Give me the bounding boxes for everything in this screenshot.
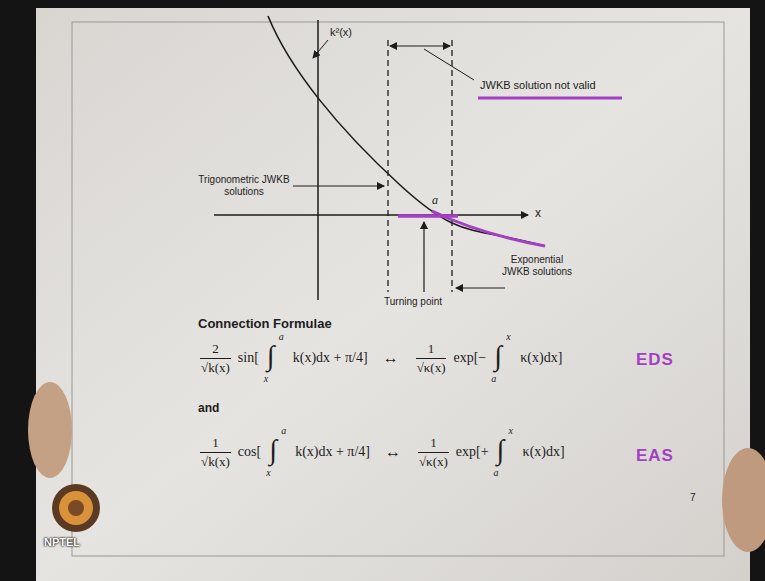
leader-arrow [313,40,328,58]
upper-limit: a [279,331,284,342]
point-label: Turning point [384,296,442,308]
equivalence-arrow: ↔ [385,443,401,461]
formula-text: k(x)dx + π/4] [293,349,368,367]
section-heading: Connection Formulae [198,316,332,332]
y-axis [317,20,319,300]
region-label: Trigonometric JWKB solutions [198,174,290,198]
integral: ∫ a x [264,334,288,382]
lower-limit: a [491,373,496,384]
formula-text: sin[ [238,349,259,367]
numerator: 2 [212,341,219,357]
lower-limit: x [266,467,270,478]
upper-limit: x [509,425,513,436]
formula-text: exp[+ [456,443,489,461]
handwritten-note: EAS [636,446,674,466]
underline-stroke [478,97,622,100]
fraction: 2 √k(x) [198,341,233,376]
fraction-bar [200,452,231,453]
fraction-bar [200,358,231,359]
highlight-stroke [398,214,458,218]
numerator: 1 [428,341,435,357]
curve-label: k²(x) [330,26,352,39]
note-label: JWKB solution not valid [480,79,596,92]
formula-text: cos[ [238,443,261,461]
integral: ∫ x a [494,428,518,476]
formula-text: exp[− [453,349,486,367]
leader-arrow [293,185,384,186]
logo-circle [59,491,93,525]
integral-sign: ∫ [269,435,277,465]
formula-row: 1 √k(x) cos[ ∫ a x k(x)dx + π/4] ↔ 1 √κ(x) exp[+ ∫ x… [198,428,565,476]
formula-row: 2 √k(x) sin[ ∫ a x k(x)dx + π/4] ↔ 1 √κ(x) exp[− ∫ x… [198,334,562,382]
dashed-boundary [387,40,388,292]
fraction: 1 √κ(x) [416,435,451,470]
slide-border [72,22,724,556]
fraction: 1 √k(x) [198,435,233,470]
connector-word: and [198,401,219,415]
formula-text: κ(x)dx] [523,443,565,461]
formula-text: κ(x)dx] [520,349,562,367]
x-axis [214,214,528,216]
leader-line [424,49,474,80]
axis-label: x [535,206,541,220]
denominator: √κ(x) [416,360,447,376]
equivalence-arrow: ↔ [383,349,399,367]
paper-sheet [36,8,750,581]
formula-text: k(x)dx + π/4] [295,443,370,461]
fraction: 1 √κ(x) [414,341,449,376]
logo-text: NPTEL [44,536,80,549]
integral-sign: ∫ [267,341,275,371]
logo-circle [52,484,100,532]
integral-sign: ∫ [497,435,505,465]
integral-sign: ∫ [494,341,502,371]
k-squared-curve [268,16,545,246]
dashed-boundary [451,40,452,292]
lower-limit: x [264,373,268,384]
leader-arrow [423,222,424,292]
lower-limit: a [494,467,499,478]
upper-limit: a [281,425,286,436]
numerator: 1 [212,435,219,451]
logo-circle [68,500,84,516]
handwritten-note: EDS [636,350,674,370]
upper-limit: x [506,331,510,342]
fraction-bar [416,358,447,359]
point-label: a [432,193,438,207]
integral: ∫ a x [266,428,290,476]
denominator: √k(x) [200,360,231,376]
denominator: √κ(x) [418,454,449,470]
numerator: 1 [430,435,437,451]
denominator: √k(x) [200,454,231,470]
integral: ∫ x a [491,334,515,382]
leader-arrow [456,287,505,288]
region-label: Exponential JWKB solutions [500,254,574,278]
fraction-bar [418,452,449,453]
width-arrow [390,45,450,46]
hand [722,448,765,552]
hand [28,382,72,478]
page-number: 7 [690,492,696,504]
